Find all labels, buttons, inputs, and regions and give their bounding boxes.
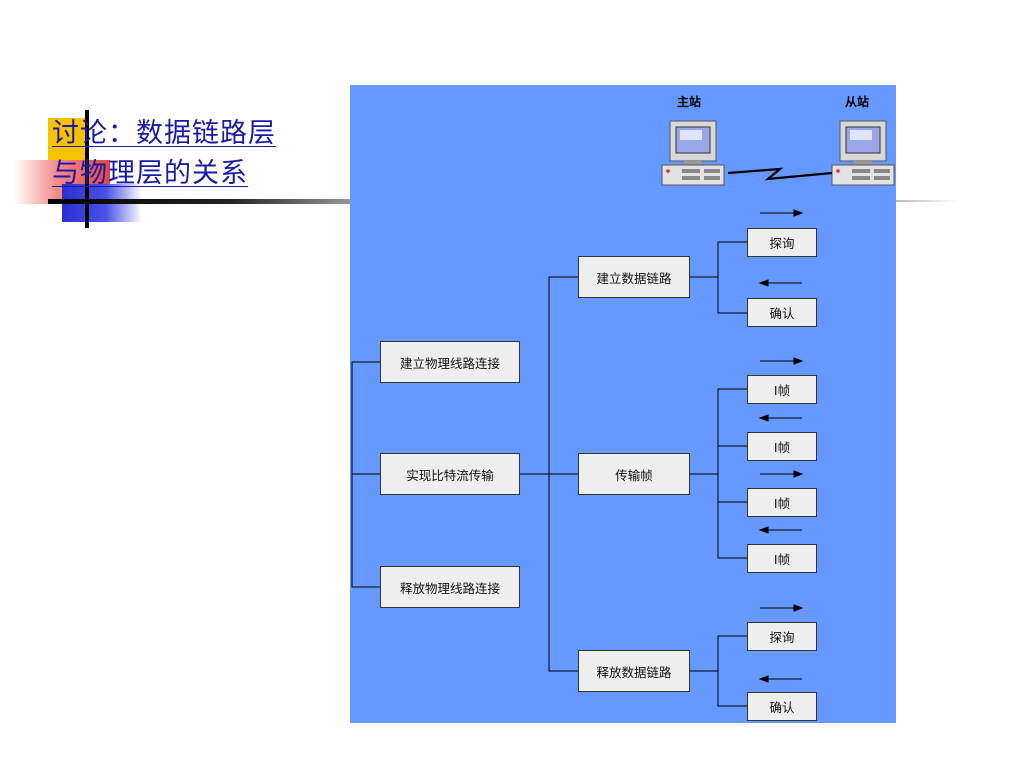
- i-frame-box: I帧: [747, 432, 817, 461]
- transfer-frames-box: 传输帧: [578, 453, 690, 495]
- diagram-panel: 主站 从站: [350, 85, 896, 723]
- secondary-station-label: 从站: [845, 95, 870, 109]
- computer-icon: [831, 120, 895, 186]
- release-datalink-box: 释放数据链路: [578, 650, 690, 692]
- establish-datalink-box: 建立数据链路: [578, 256, 690, 298]
- release-physical-connection-box: 释放物理线路连接: [380, 566, 520, 608]
- deco-vertical-line: [85, 110, 89, 228]
- ack-frame-box: 确认: [747, 692, 817, 721]
- i-frame-box: I帧: [747, 375, 817, 404]
- computer-icon: [661, 120, 725, 186]
- probe-frame-box: 探询: [747, 228, 817, 257]
- establish-physical-connection-box: 建立物理线路连接: [380, 341, 520, 383]
- deco-horizontal-line: [48, 199, 352, 204]
- arrow-left-icon: [758, 279, 802, 683]
- diagram-connectors: [351, 167, 833, 707]
- ack-frame-box: 确认: [747, 298, 817, 327]
- arrow-right-icon: [760, 209, 804, 612]
- primary-station-label: 主站: [677, 95, 702, 109]
- i-frame-box: I帧: [747, 544, 817, 573]
- bitstream-transmission-box: 实现比特流传输: [380, 453, 520, 495]
- deco-horizontal-line-right: [896, 200, 960, 202]
- lightning-link-icon: [727, 167, 833, 181]
- slide-title: 讨论：数据链路层 与物理层的关系: [52, 114, 342, 194]
- i-frame-box: I帧: [747, 488, 817, 517]
- probe-frame-box: 探询: [747, 622, 817, 651]
- slide-title-line1: 讨论：数据链路层: [52, 118, 276, 149]
- slide-title-line2: 与物理层的关系: [52, 158, 248, 189]
